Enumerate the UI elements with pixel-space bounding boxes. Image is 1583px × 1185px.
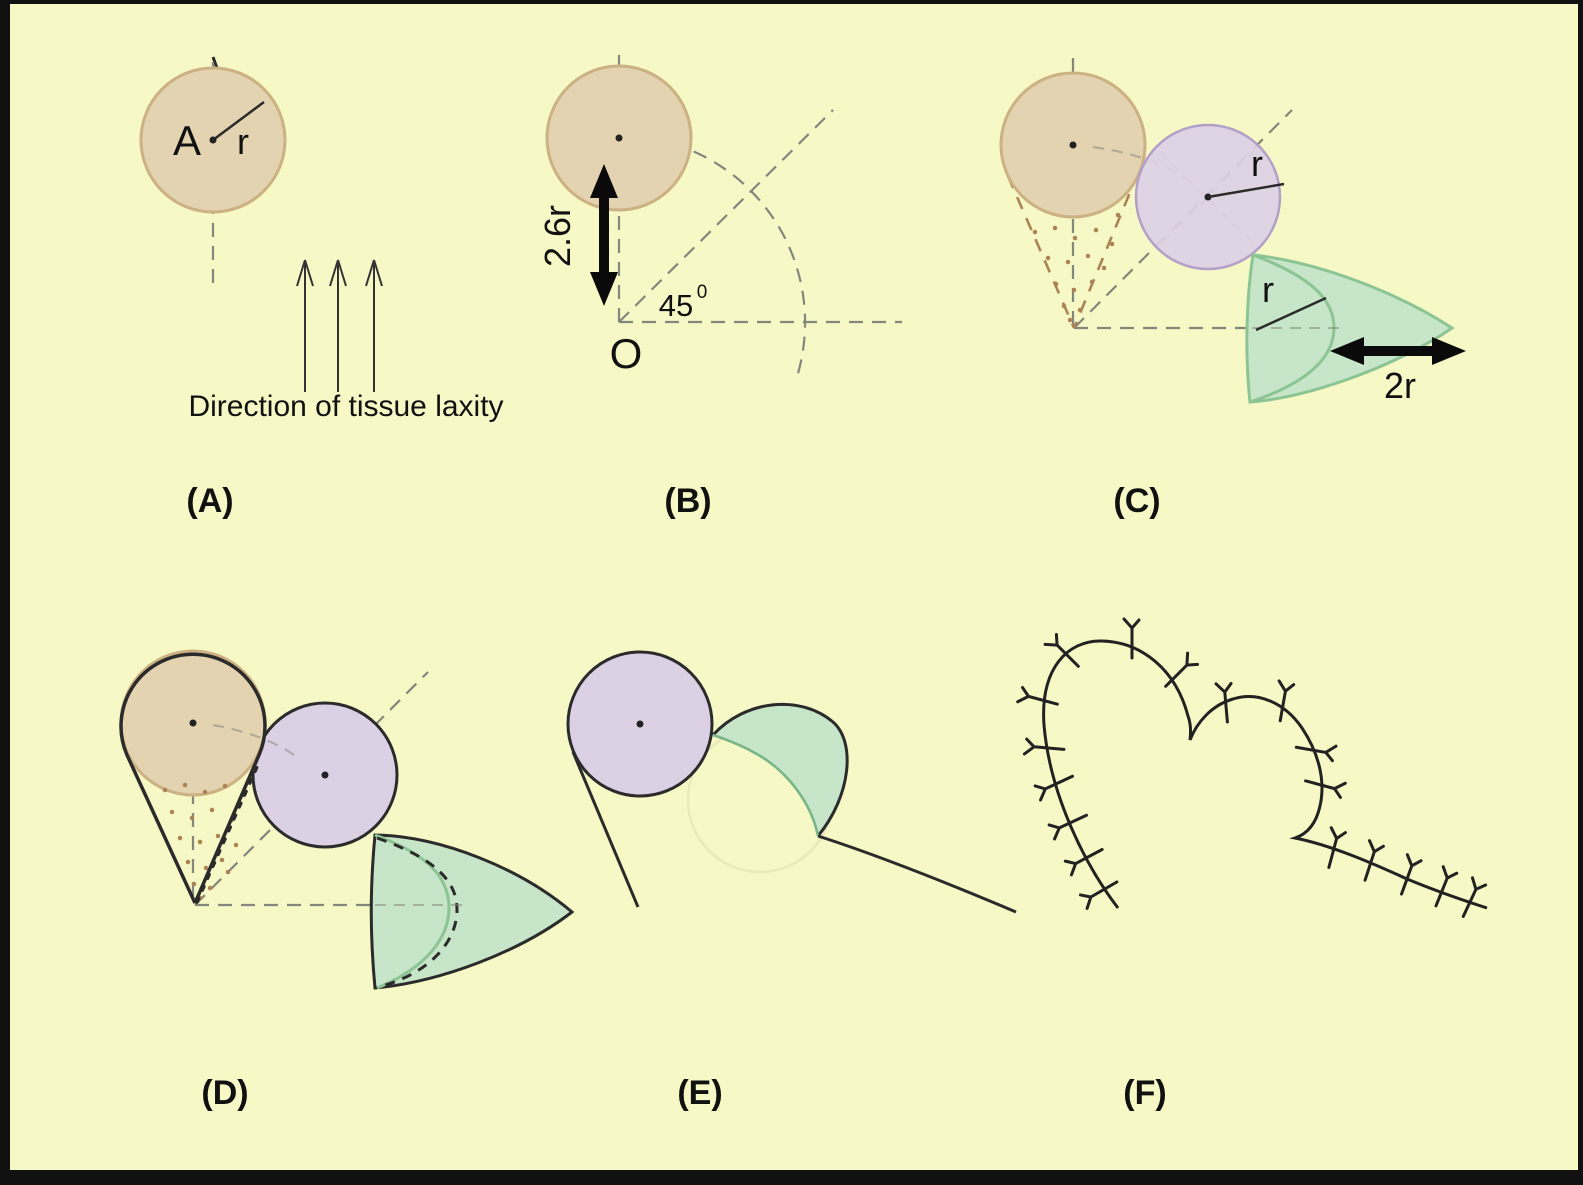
distance-double-arrow (590, 164, 618, 306)
suture-line (1042, 639, 1488, 910)
panel-e: (E) (566, 650, 1017, 1112)
panel-f: (F) (1016, 617, 1488, 1112)
panel-b: 2.6r 45 0 O (B) (537, 55, 902, 520)
center-dot (1069, 141, 1077, 149)
panel-b-label: (B) (664, 482, 711, 520)
panel-c: r r 2r (C) (999, 58, 1466, 520)
frame-bottom (0, 1170, 1583, 1185)
center-dot (209, 136, 217, 144)
point-a-label: A (173, 117, 201, 164)
panel-d-label: (D) (201, 1074, 248, 1112)
radius-label: r (237, 121, 249, 162)
panel-d: (D) (119, 649, 575, 1112)
angle-label: 45 (659, 288, 693, 323)
closure-tail-line (817, 834, 1017, 914)
diagonal-45-dashed-line (618, 109, 834, 323)
dart-radius-label: r (1262, 269, 1274, 310)
flap-radius-label: r (1251, 143, 1263, 184)
crescent-outer-arc (711, 702, 849, 837)
laxity-arrow (365, 259, 383, 392)
laxity-caption: Direction of tissue laxity (188, 390, 503, 423)
radius-line (212, 100, 265, 142)
burow-dart (369, 833, 575, 990)
center-arc-dashed (212, 724, 299, 759)
teardrop-incision-outline (119, 652, 267, 904)
frame-left (0, 0, 10, 1185)
origin-label: O (610, 330, 643, 377)
laxity-arrow (296, 259, 314, 392)
tissue-laxity-arrows (296, 259, 383, 392)
undermining-cone-dashed (1006, 172, 1140, 329)
dotted-closure-line (195, 758, 262, 904)
center-dot (189, 719, 197, 727)
dart-radius-line (1255, 296, 1327, 332)
center-dot (615, 134, 623, 142)
frame-top (0, 0, 1583, 4)
angle-exponent: 0 (697, 282, 708, 303)
burow-dart (1245, 253, 1455, 404)
crescent-inner-arc (712, 733, 820, 837)
distance-label: 2.6r (537, 205, 578, 267)
axis-top-tick (211, 56, 219, 69)
dart-inner-arc-dashed (376, 836, 459, 988)
panel-c-label: (C) (1113, 482, 1160, 520)
incision-line (571, 751, 640, 908)
panel-a: A r Direction of tissue laxity (A) (139, 56, 504, 520)
frame-right (1578, 0, 1583, 1185)
center-dot (321, 771, 329, 779)
dart-width-label: 2r (1384, 365, 1416, 406)
panel-e-label: (E) (677, 1074, 722, 1112)
center-dot (636, 720, 644, 728)
laxity-arrow (329, 259, 347, 392)
panel-a-label: (A) (186, 482, 233, 520)
dart-width-double-arrow (1330, 337, 1466, 365)
panel-f-label: (F) (1123, 1074, 1166, 1112)
flap-radius-line (1207, 182, 1285, 199)
